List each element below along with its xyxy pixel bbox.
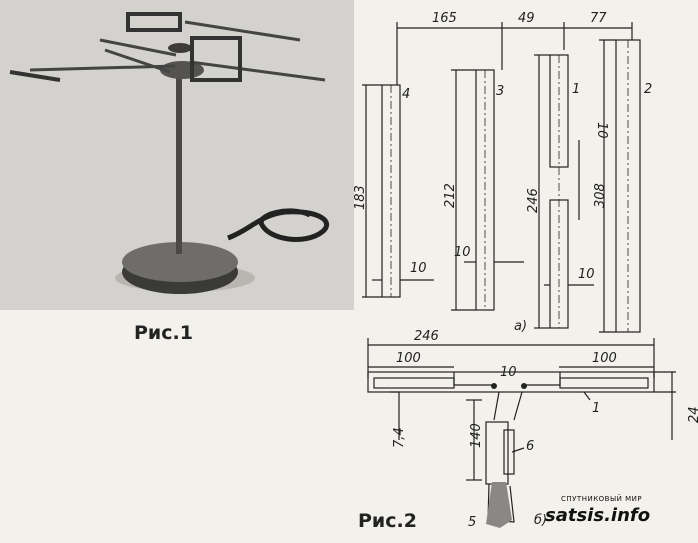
figure-1-caption: Рис.1 <box>134 322 193 344</box>
dim-100-left: 100 <box>396 351 421 366</box>
dim-165: 165 <box>432 11 457 26</box>
part-b-label: б) <box>534 513 547 528</box>
antenna-photo <box>0 0 354 310</box>
element-2-label: 2 <box>644 82 652 97</box>
dim-77: 77 <box>590 11 607 26</box>
watermark-main-text: satsis.info <box>545 505 651 526</box>
dim-7-4: 7,4 <box>392 427 407 448</box>
dim-246: 246 <box>526 188 541 213</box>
part-a-label: а) <box>514 319 527 334</box>
dim-140: 140 <box>469 423 484 448</box>
part-6-label: 6 <box>526 439 534 454</box>
element-4-label: 4 <box>402 87 410 102</box>
element-3-label: 3 <box>496 84 504 99</box>
element-1-label: 1 <box>572 82 580 97</box>
figure-2-caption: Рис.2 <box>358 510 417 532</box>
dim-10-gap: 10 <box>594 122 609 139</box>
part-5-label: 5 <box>468 515 476 530</box>
dim-10-center: 10 <box>500 365 517 380</box>
dim-49: 49 <box>518 11 535 26</box>
dim-10-el3: 10 <box>454 245 471 260</box>
dim-10-el4: 10 <box>410 261 427 276</box>
dim-308: 308 <box>593 183 608 208</box>
dim-24: 24 <box>687 406 698 423</box>
dim-183: 183 <box>354 185 368 210</box>
dim-246-total: 246 <box>414 329 439 344</box>
dim-212: 212 <box>443 183 458 208</box>
part-1-label: 1 <box>592 401 600 416</box>
dim-10-el1: 10 <box>578 267 595 282</box>
antenna-drawing: 165 49 77 4 183 10 3 212 10 1 246 10 10 … <box>354 11 698 530</box>
dim-100-right: 100 <box>592 351 617 366</box>
watermark-top-text: СПУТНИКОВЫЙ МИР <box>561 495 643 503</box>
site-watermark: СПУТНИКОВЫЙ МИР satsis.info <box>537 495 687 539</box>
